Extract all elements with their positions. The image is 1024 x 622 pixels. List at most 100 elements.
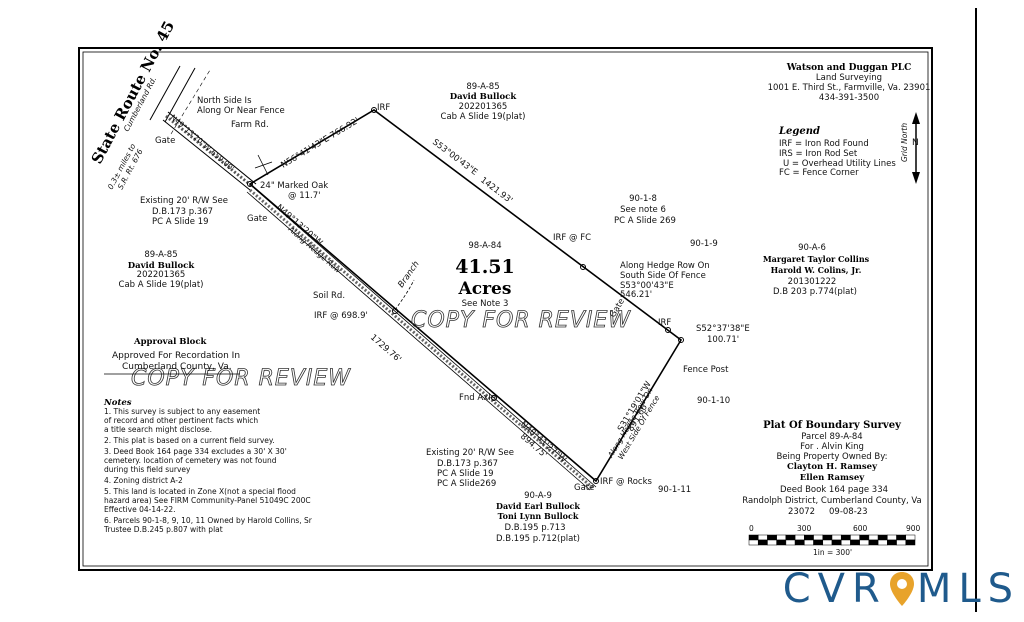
adj-top-num: 202201365 [459,102,508,112]
scale-segment [877,534,888,541]
scale-segment [887,534,897,541]
corner-irf-698 [392,308,398,314]
scale-segment [887,539,897,546]
note-line: 4. Zoning district A-2 [104,476,183,485]
scale-segment [868,534,879,541]
title-block-district: Randolph District, Cumberland County, Va [742,496,922,506]
scale-segment [813,539,824,546]
corner-irf-fc [580,264,586,270]
hedge-south-2: South Side Of Fence [620,271,706,281]
scale-segment [868,539,879,546]
scale-segment [813,534,824,541]
watermark-left: COPY FOR REVIEW [131,366,351,391]
scale-bar [748,534,916,546]
legend-title: Legend [778,126,820,137]
irf-right-label: IRF [658,318,671,328]
scale-tick-900: 900 [906,524,921,533]
parcel-acres: 41.51 [455,256,515,278]
adj-top-id: 89-A-85 [466,82,499,92]
adj-left-name: David Bullock [128,261,196,271]
note-line: Trustee D.B.245 p.807 with plat [103,525,223,534]
scale-segment [831,534,842,541]
adj-top-name: David Bullock [450,92,518,102]
rw-label-1: Existing 20' R/W See [140,196,228,206]
legend-item-2: IRS = Iron Rod Set [779,149,858,159]
scale-segment [794,534,805,541]
adj-left-num: 202201365 [137,270,186,280]
north-side-label: North Side Is [197,96,252,106]
fence-post-label: Fence Post [683,365,729,375]
corner-oak [247,181,253,187]
title-block-for: For . Alvin King [800,442,864,452]
legend-item-3: U = Overhead Utility Lines [783,159,896,169]
adj-r3-ref: D.B 203 p.774(plat) [773,287,857,297]
cvrmls-logo: CVR MLS [783,566,1020,612]
plat-frame [78,47,933,571]
oak-label: 24" Marked Oak [260,181,328,191]
title-block-deed: Deed Book 164 page 334 [780,485,888,495]
note-line: of record and other pertinent facts whic… [104,416,258,425]
right-of-way-strip [162,111,273,191]
north-label: Grid North [900,123,909,162]
scale-segment [794,539,805,546]
scale-segment [804,539,814,546]
scale-segment [905,539,916,546]
farm-rd-label: Farm Rd. [231,120,269,130]
note-line: 3. Deed Book 164 page 334 excludes a 30'… [104,447,287,456]
north-n: N [912,138,919,148]
adj-r1-l1: See note 6 [620,205,666,215]
distance-short-line: 100.71' [707,335,739,345]
irf-698-label: IRF @ 698.9' [314,311,368,321]
adj-bottom-n2: Toni Lynn Bullock [498,511,579,521]
corner-fence-post [678,337,684,343]
notes-title: Notes [103,398,132,408]
survey-plat: State Route No. 45 Cumberland Rd. 0.3± m… [78,18,933,571]
title-block-parcel: Parcel 89-A-84 [801,432,862,442]
logo-right: MLS [916,566,1020,612]
adj-left-id: 89-A-85 [144,250,177,260]
corner-irf-right [665,327,671,333]
oak-label-2: @ 11.7' [288,191,320,201]
adj-r2-id: 90-1-9 [690,239,718,249]
scale-segment [804,534,814,541]
scale-segment [822,534,833,541]
note-line: during this field survey [104,465,191,474]
scale-segment [905,534,916,541]
distance-sw-line: 1729.76' [368,333,403,365]
firm-name: Watson and Duggan PLC [786,63,912,73]
title-block-owned: Being Property Owned By: [776,452,887,462]
scale-segment [850,539,860,546]
logo-left: CVR [782,566,887,612]
title-block-title: Plat Of Boundary Survey [763,420,902,431]
adj-r5-id: 90-1-11 [658,485,691,495]
adj-r3-id: 90-A-6 [798,243,826,253]
adj-bottom-r1: D.B.195 p.713 [504,523,565,533]
adj-r3-n2: Harold W. Colins, Jr. [771,265,862,275]
gate-label-2: Gate [247,214,267,224]
corner-irf-rocks [593,478,599,484]
adj-r3-n1: Margaret Taylor Collins [763,254,870,264]
title-block-owner-1: Clayton H. Ramsey [787,462,878,472]
page-divider-line [975,8,977,612]
scale-segment [748,539,759,546]
adj-bottom-id: 90-A-9 [524,491,552,501]
approval-line-1: Approved For Recordation In [112,351,240,361]
scale-segment [822,539,833,546]
adj-r1-id: 90-1-8 [629,194,657,204]
fnd-axle-label: Fnd Axle [459,393,496,403]
note-line: cemetery. location of cemetery was not f… [104,456,277,465]
scale-tick-0: 0 [749,524,754,533]
scale-ratio: 1in = 300' [813,548,852,557]
firm-phone: 434-391-3500 [819,93,879,103]
sw-right-of-way [246,187,597,491]
adj-top-ref: Cab A Slide 19(plat) [441,112,526,122]
bearing-north-line: N56°41'43"E 766.92' [279,116,361,171]
adj-r3-num: 201301222 [788,277,837,287]
scale-segment [757,539,768,546]
scale-segment [877,539,888,546]
rw-bottom-2: D.B.173 p.367 [437,459,498,469]
adj-r1-l2: PC A Slide 269 [614,216,676,226]
north-side-label-2: Along Or Near Fence [197,106,285,116]
title-block-date: 09-08-23 [829,507,868,517]
title-block-owner-2: Ellen Ramsey [800,473,865,483]
